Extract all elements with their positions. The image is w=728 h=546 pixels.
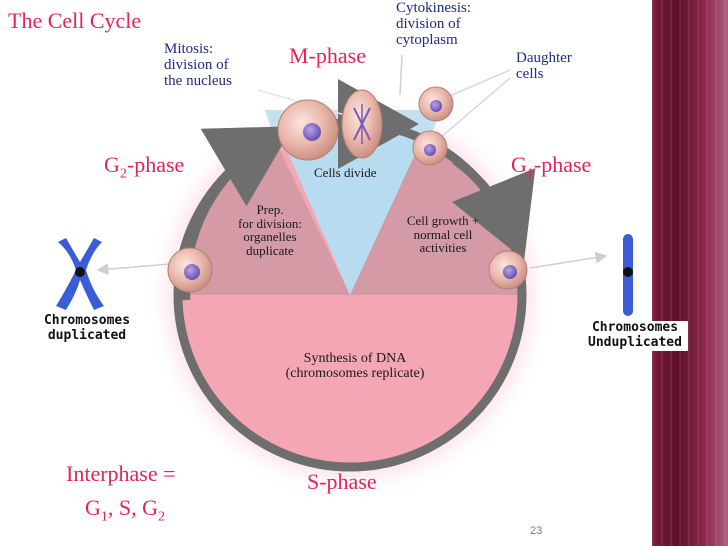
daughter-cells-label: Daughter cells — [516, 50, 572, 83]
cytokinesis-line-2: division of — [396, 15, 461, 32]
growth-line-3: activities — [419, 240, 467, 256]
g2-suffix: -phase — [126, 152, 185, 177]
prep-division-label: Prep. for division: organelles duplicate — [225, 203, 315, 258]
duplicated-line-2: duplicated — [47, 327, 127, 343]
prep-line-4: duplicate — [246, 242, 294, 258]
prep-line-1: Prep. — [256, 202, 284, 217]
daughter-cell-upper — [418, 86, 454, 122]
g1-letter: G — [511, 152, 527, 177]
interphase-g1: G — [85, 495, 101, 520]
mitosis-line-3: the nucleus — [164, 72, 232, 89]
unduplicated-line-2: Unduplicated — [588, 334, 682, 350]
g2-letter: G — [104, 152, 120, 177]
decorative-side-band — [652, 0, 728, 546]
prep-line-3: organelles — [243, 229, 297, 245]
cell-g2 — [167, 247, 213, 293]
chromosomes-unduplicated-label: Chromosomes Unduplicated — [582, 320, 688, 351]
cell-dividing — [341, 89, 383, 159]
daughter-cell-lower — [412, 130, 448, 166]
interphase-g1-sub: 1 — [100, 509, 108, 525]
cell-growth-label: Cell growth + normal cell activities — [393, 214, 493, 255]
s-phase-label: S-phase — [307, 469, 377, 494]
g2-cell-pointer — [96, 263, 171, 276]
cell-g1 — [488, 250, 528, 290]
daughter-pointer-1 — [444, 69, 511, 99]
interphase-g2-sub: 2 — [158, 509, 166, 525]
duplicated-line-1: Chromosomes — [43, 313, 131, 328]
g1-cell-pointer — [529, 251, 608, 269]
chromosome-unduplicated-icon — [623, 234, 633, 316]
interphase-label-line-1: Interphase = — [66, 461, 176, 486]
unduplicated-line-1: Chromosomes — [591, 320, 679, 335]
mitosis-label: Mitosis: division of the nucleus — [164, 41, 232, 89]
cytokinesis-line-3: cytoplasm — [396, 31, 458, 48]
synthesis-line-1: Synthesis of DNA — [303, 351, 407, 366]
growth-line-2: normal cell — [413, 226, 473, 242]
interphase-s-g: , S, G — [107, 495, 159, 520]
synthesis-label: Synthesis of DNA (chromosomes replicate) — [270, 351, 440, 381]
g1-subscript: 1 — [526, 166, 534, 182]
growth-line-1: Cell growth + — [406, 213, 480, 228]
cells-divide-label: Cells divide — [314, 165, 377, 180]
m-phase-label: M-phase — [289, 43, 366, 68]
g2-subscript: 2 — [119, 166, 127, 182]
g1-phase-label: G1-phase — [511, 153, 591, 182]
chromosome-duplicated-icon — [56, 238, 104, 310]
daughter-line-1: Daughter — [516, 50, 572, 66]
prep-line-2: for division: — [238, 215, 302, 231]
daughter-line-2: cells — [516, 65, 544, 82]
mitosis-line-1: Mitosis: — [164, 41, 214, 57]
cytokinesis-label: Cytokinesis: division of cytoplasm — [396, 0, 472, 48]
interphase-label-line-2: G1, S, G2 — [85, 496, 165, 525]
cytokinesis-line-1: Cytokinesis: — [396, 0, 472, 16]
cell-m-phase — [277, 99, 339, 161]
g1-suffix: -phase — [533, 152, 592, 177]
ring-arrow-right — [451, 156, 536, 261]
daughter-pointer-2 — [439, 77, 511, 139]
cytokinesis-pointer — [399, 54, 403, 96]
g2-phase-label: G2-phase — [104, 153, 184, 182]
synthesis-line-2: (chromosomes replicate) — [285, 365, 425, 381]
page-title: The Cell Cycle — [8, 8, 142, 33]
mitosis-line-2: division of — [164, 56, 229, 73]
page-number: 23 — [530, 525, 543, 537]
chromosomes-duplicated-label: Chromosomes duplicated — [35, 313, 139, 344]
